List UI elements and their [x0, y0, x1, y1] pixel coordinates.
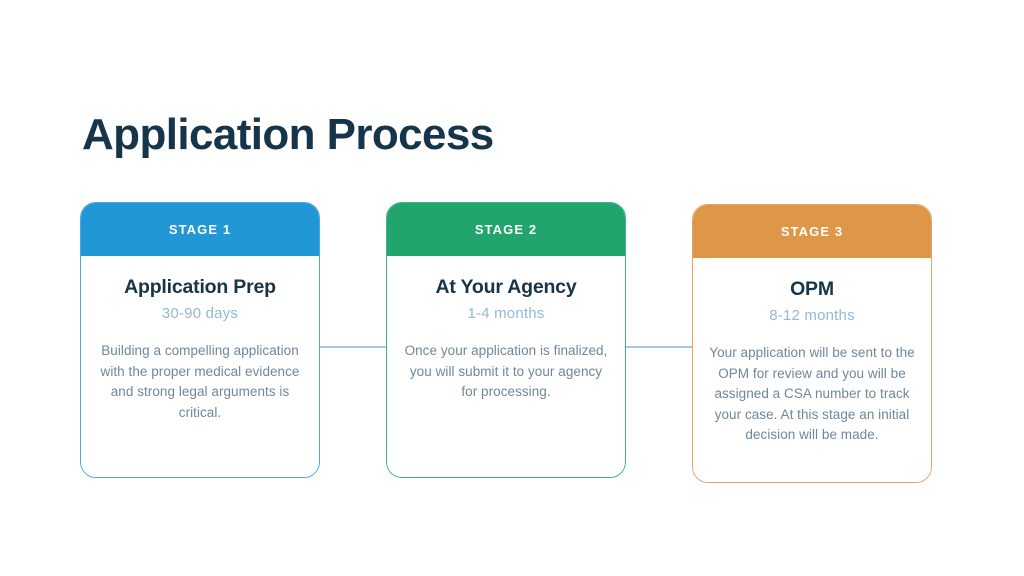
stage-card-2[interactable]: STAGE 2 At Your Agency 1-4 months Once y…: [386, 202, 626, 478]
stage-card-3-description: Your application will be sent to the OPM…: [709, 345, 915, 443]
stage-card-3[interactable]: STAGE 3 OPM 8-12 months Your application…: [692, 204, 932, 483]
connector-stage1-stage2: [320, 346, 386, 348]
stage-card-2-duration: 1-4 months: [467, 305, 545, 323]
stage-card-1-duration: 30-90 days: [161, 305, 239, 323]
stage-card-3-stage-label: STAGE 3: [780, 224, 844, 239]
stage-card-1-description: Building a compelling application with t…: [100, 343, 300, 420]
stage-card-1-stage-label: STAGE 1: [168, 222, 232, 237]
stage-card-1-header: STAGE 1: [81, 203, 319, 256]
stage-card-1-body: Application Prep 30-90 days Building a c…: [81, 256, 319, 477]
stage-card-2-body: At Your Agency 1-4 months Once your appl…: [387, 256, 625, 477]
stage-card-2-stage-label: STAGE 2: [474, 222, 538, 237]
stage-card-1-title: Application Prep: [124, 276, 276, 298]
stage-card-3-header: STAGE 3: [693, 205, 931, 258]
stage-card-3-title: OPM: [790, 278, 834, 300]
stage-card-3-duration: 8-12 months: [769, 307, 855, 325]
page-title: Application Process: [82, 110, 494, 159]
connector-stage2-stage3: [626, 346, 692, 348]
stage-card-2-header: STAGE 2: [387, 203, 625, 256]
stage-card-3-body: OPM 8-12 months Your application will be…: [693, 258, 931, 482]
stage-card-2-title: At Your Agency: [435, 276, 577, 298]
stage-card-2-description: Once your application is finalized, you …: [404, 343, 608, 400]
stage-card-1[interactable]: STAGE 1 Application Prep 30-90 days Buil…: [80, 202, 320, 478]
